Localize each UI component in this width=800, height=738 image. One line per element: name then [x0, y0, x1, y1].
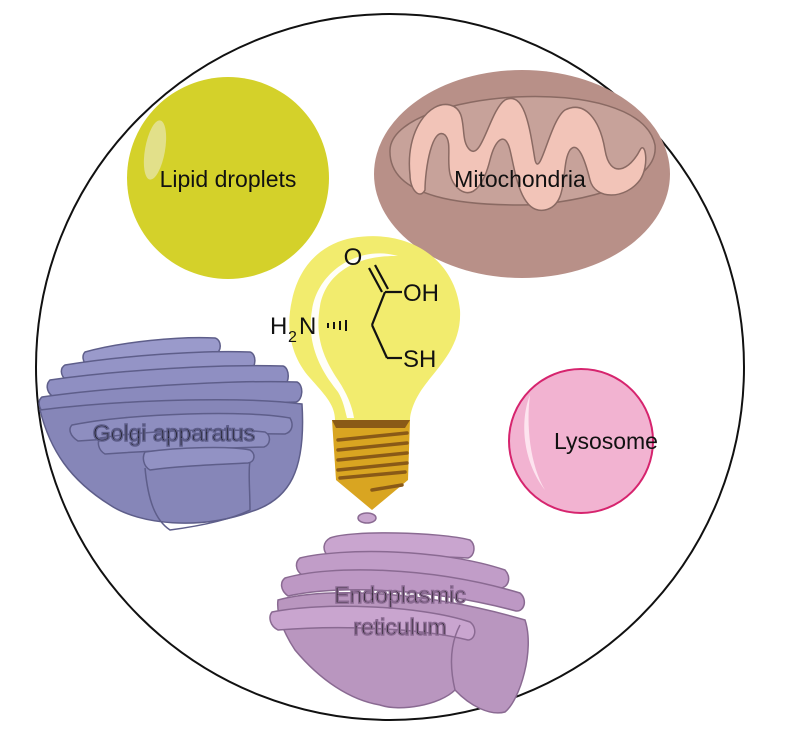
lipid-droplet-highlight — [143, 120, 167, 180]
golgi-apparatus-label: Golgi apparatus — [93, 420, 255, 446]
golgi-apparatus: Golgi apparatus — [38, 336, 304, 531]
lightbulb — [289, 236, 461, 510]
er-label-line2: reticulum — [353, 614, 446, 640]
atom-hydroxyl: OH — [403, 280, 439, 307]
lysosome-label: Lysosome — [554, 428, 658, 454]
mitochondria-cristae — [408, 97, 647, 211]
cysteine-bonds — [368, 264, 402, 360]
atom-amine-n: N — [299, 313, 316, 340]
mitochondria-label: Mitochondria — [454, 166, 586, 192]
lysosome-highlight — [524, 395, 545, 490]
lightbulb-base — [332, 420, 410, 510]
hashed-wedge-bond — [327, 320, 347, 331]
endoplasmic-reticulum: Endoplasmic reticulum — [269, 512, 529, 714]
atom-amine-subscript: 2 — [288, 329, 297, 346]
cysteine-structure: O OH H 2 N SH — [270, 244, 439, 373]
atom-carbonyl-oxygen: O — [344, 244, 363, 271]
lightbulb-highlight — [310, 253, 398, 418]
lipid-droplet: Lipid droplets — [127, 77, 329, 279]
lysosome: Lysosome — [508, 368, 658, 514]
lipid-droplets-label: Lipid droplets — [160, 166, 297, 192]
er-label-line1: Endoplasmic — [334, 582, 466, 608]
mitochondrion: Mitochondria — [374, 70, 670, 278]
atom-amine-h: H — [270, 313, 287, 340]
atom-thiol: SH — [403, 346, 436, 373]
